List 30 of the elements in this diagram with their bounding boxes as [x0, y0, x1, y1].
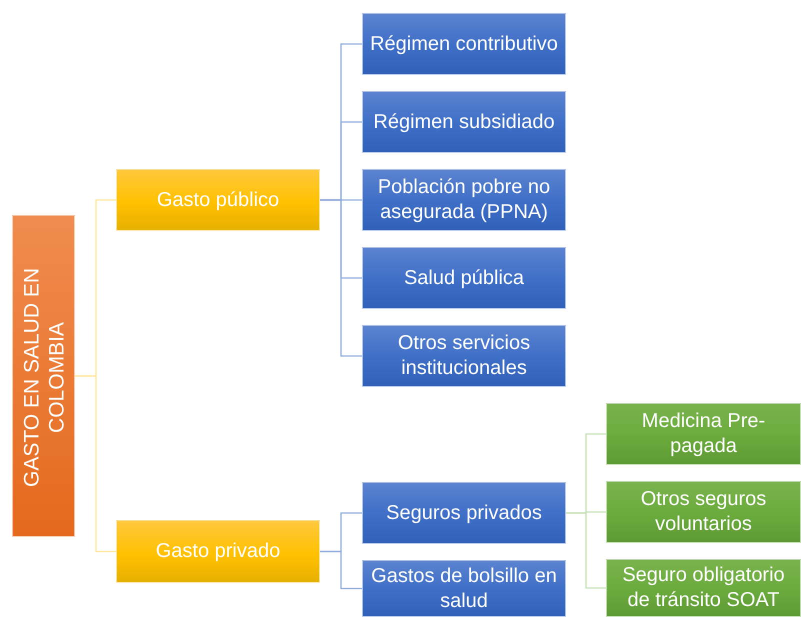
node-label: Gastos de bolsillo en salud	[370, 564, 558, 614]
node-label: Otros seguros voluntarios	[640, 487, 768, 537]
subcategory-box	[362, 13, 566, 75]
node-label: Seguro obligatorio de tránsito SOAT	[621, 563, 786, 613]
category-box	[116, 169, 320, 231]
subcategory-box	[362, 91, 566, 153]
subcategory-box	[362, 482, 566, 544]
node-label: Régimen subsidiado	[372, 110, 556, 134]
node-label: Régimen contributivo	[369, 32, 559, 56]
node-label: Gasto privado	[154, 539, 282, 564]
subcategory-box	[362, 325, 566, 387]
connector-line	[320, 199, 362, 357]
node-label: Salud pública	[402, 266, 526, 290]
connector-line	[75, 375, 116, 552]
node-label: GASTO EN SALUD EN COLOMBIA	[20, 266, 68, 489]
node-label: Medicina Pre-pagada	[640, 409, 766, 459]
connector-line	[320, 550, 362, 590]
subcategory-box	[362, 247, 566, 309]
subcategory-box	[606, 481, 801, 543]
subcategory-box	[362, 169, 566, 231]
node-label: Población pobre no asegurada (PPNA)	[376, 175, 552, 225]
subcategory-box	[606, 559, 801, 617]
node-label: Otros servicios institucionales	[396, 331, 532, 381]
category-box	[116, 520, 320, 583]
subcategory-box	[606, 403, 801, 465]
node-label: Seguros privados	[385, 500, 543, 526]
connector-line	[566, 512, 606, 589]
node-label: Gasto público	[156, 188, 280, 212]
root-box	[12, 215, 75, 537]
subcategory-box	[362, 560, 566, 617]
